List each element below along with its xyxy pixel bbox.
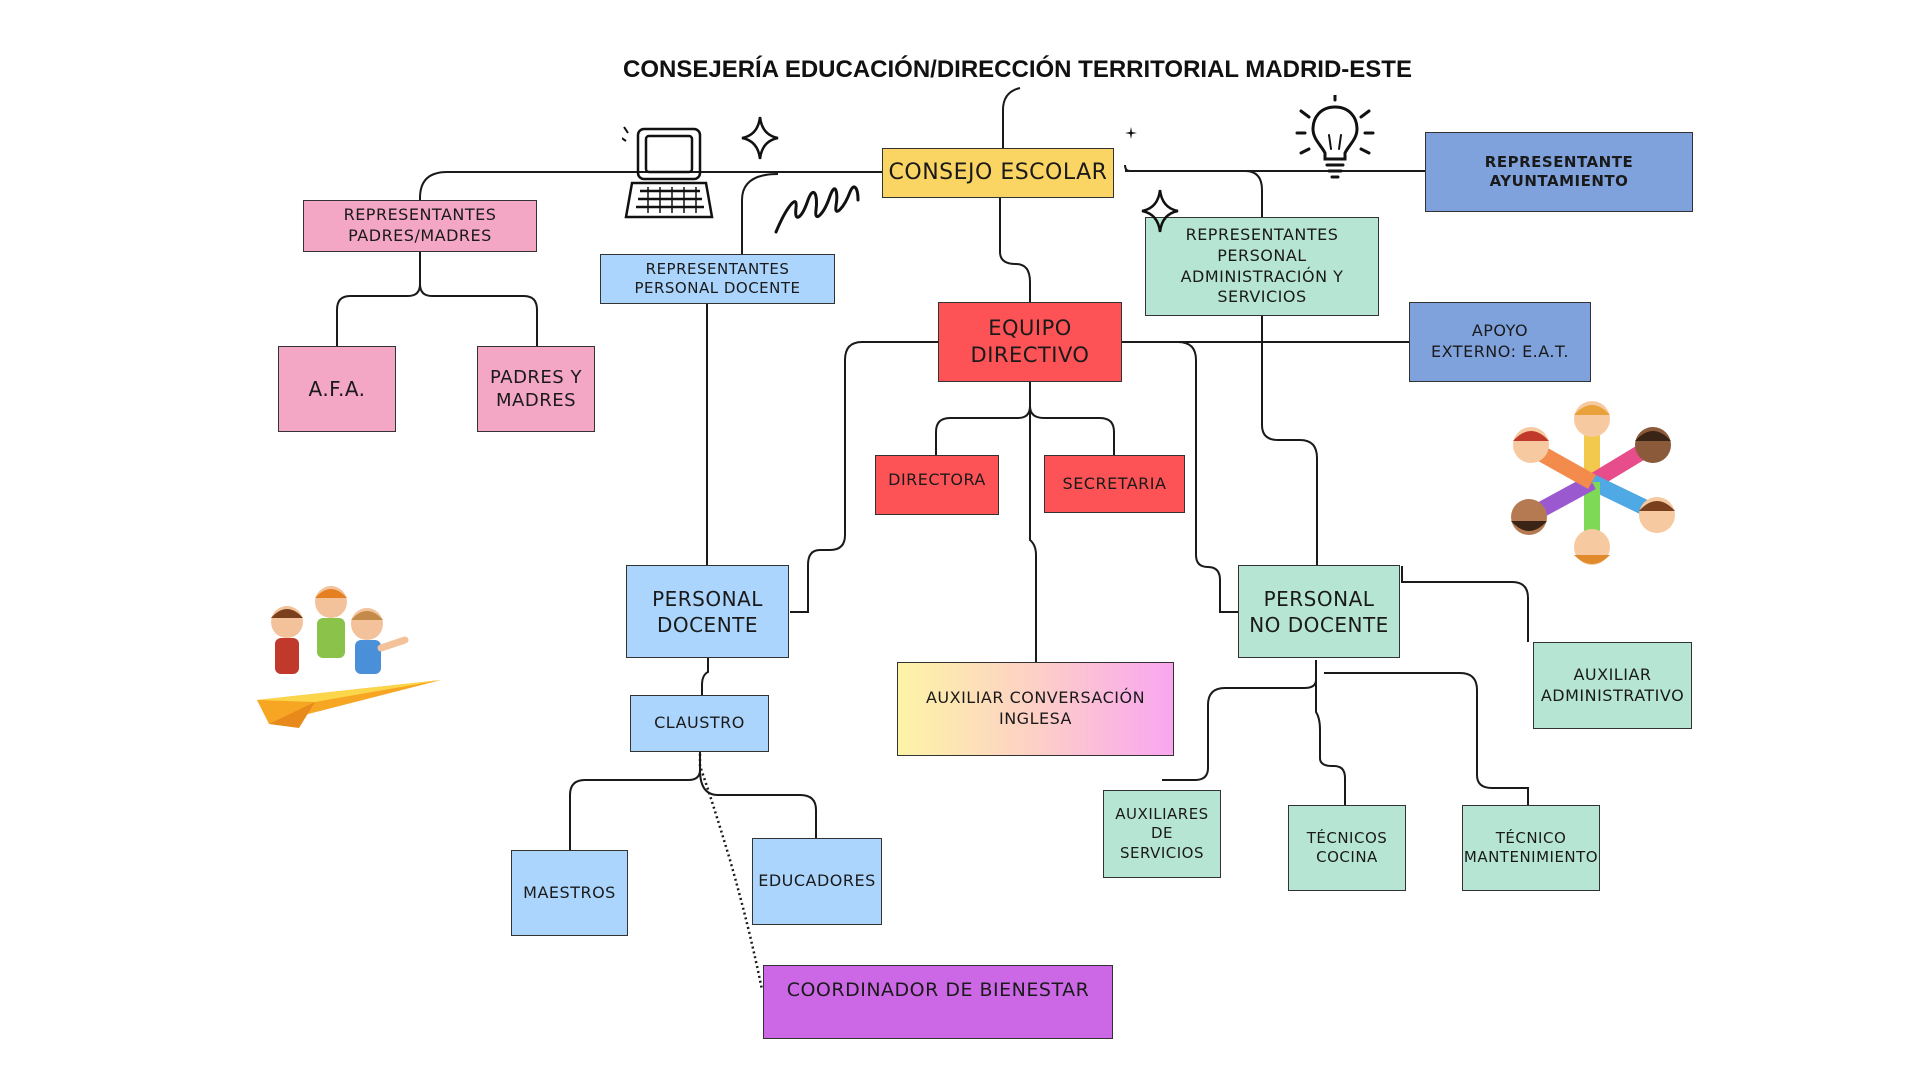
tecnicos-cocina-label: TÉCNICOS COCINA — [1306, 828, 1388, 867]
connector — [1315, 680, 1346, 805]
connector — [935, 382, 1031, 455]
sparkle-icon — [1141, 189, 1179, 233]
connector — [1122, 341, 1238, 613]
connector — [699, 769, 817, 838]
claustro-box: CLAUSTRO — [630, 695, 769, 752]
representantes-padres-box: REPRESENTANTES PADRES/MADRES — [303, 200, 537, 252]
connector — [1029, 405, 1115, 455]
maestros-label: MAESTROS — [523, 882, 616, 902]
auxiliar-administrativo-box: AUXILIAR ADMINISTRATIVO — [1533, 642, 1692, 729]
squiggle-icon — [774, 185, 860, 234]
padres-madres-box: PADRES Y MADRES — [477, 346, 595, 432]
connector — [1029, 406, 1037, 662]
personal-docente-box: PERSONAL DOCENTE — [626, 565, 789, 658]
connector — [336, 283, 421, 346]
representantes-docente-box: REPRESENTANTES PERSONAL DOCENTE — [600, 254, 835, 304]
coordinador-bienestar-box: COORDINADOR DE BIENESTAR — [763, 965, 1113, 1039]
tecnico-mantenimiento-box: TÉCNICO MANTENIMIENTO — [1462, 805, 1600, 891]
connector — [741, 173, 779, 254]
claustro-label: CLAUSTRO — [654, 713, 745, 733]
connector — [701, 656, 709, 695]
auxiliares-servicios-box: AUXILIARES DE SERVICIOS — [1103, 790, 1221, 878]
coordinador-bienestar-label: COORDINADOR DE BIENESTAR — [786, 979, 1090, 1001]
educadores-label: EDUCADORES — [758, 871, 876, 891]
afa-label: A.F.A. — [308, 377, 366, 401]
connector — [419, 171, 882, 202]
connector — [1261, 316, 1318, 565]
equipo-directivo-label: EQUIPO DIRECTIVO — [970, 315, 1090, 367]
directora-box: DIRECTORA — [875, 455, 999, 515]
connector — [1401, 566, 1529, 642]
connector — [1125, 170, 1263, 217]
page-title: CONSEJERÍA EDUCACIÓN/DIRECCIÓN TERRITORI… — [623, 56, 1412, 83]
children-circle-illustration — [1511, 401, 1675, 565]
sparkle-icon — [741, 116, 779, 160]
equipo-directivo-box: EQUIPO DIRECTIVO — [938, 302, 1122, 382]
representantes-docente-label: REPRESENTANTES PERSONAL DOCENTE — [634, 259, 801, 298]
auxiliar-administrativo-label: AUXILIAR ADMINISTRATIVO — [1540, 664, 1685, 705]
auxiliar-conversacion-box: AUXILIAR CONVERSACIÓN INGLESA — [897, 662, 1174, 756]
representantes-pas-label: REPRESENTANTES PERSONAL ADMINISTRACIÓN Y… — [1180, 224, 1344, 307]
representante-ayuntamiento-label: REPRESENTANTE AYUNTAMIENTO — [1484, 152, 1634, 191]
laptop-icon — [622, 126, 714, 219]
representantes-pas-box: REPRESENTANTES PERSONAL ADMINISTRACIÓN Y… — [1145, 217, 1379, 316]
consejo-escolar-box: CONSEJO ESCOLAR — [882, 148, 1114, 198]
apoyo-externo-box: APOYO EXTERNO: E.A.T. — [1409, 302, 1591, 382]
afa-box: A.F.A. — [278, 346, 396, 432]
kids-paper-plane-illustration — [257, 586, 441, 728]
personal-no-docente-box: PERSONAL NO DOCENTE — [1238, 565, 1400, 658]
connector — [1002, 87, 1021, 148]
maestros-box: MAESTROS — [511, 850, 628, 936]
tecnico-mantenimiento-label: TÉCNICO MANTENIMIENTO — [1463, 828, 1599, 867]
educadores-box: EDUCADORES — [752, 838, 882, 925]
padres-madres-label: PADRES Y MADRES — [490, 366, 582, 411]
consejo-escolar-label: CONSEJO ESCOLAR — [888, 159, 1108, 185]
apoyo-externo-label: APOYO EXTERNO: E.A.T. — [1431, 321, 1569, 361]
auxiliar-conversacion-label: AUXILIAR CONVERSACIÓN INGLESA — [925, 688, 1146, 728]
connector — [1324, 672, 1529, 805]
secretaria-label: SECRETARIA — [1062, 473, 1167, 493]
connector — [569, 752, 701, 850]
lightbulb-icon — [1295, 95, 1375, 179]
auxiliares-servicios-label: AUXILIARES DE SERVICIOS — [1115, 804, 1209, 862]
representante-ayuntamiento-box: REPRESENTANTE AYUNTAMIENTO — [1425, 132, 1693, 212]
connector — [1162, 660, 1317, 781]
connector — [999, 198, 1031, 302]
personal-no-docente-label: PERSONAL NO DOCENTE — [1249, 586, 1389, 637]
directora-label: DIRECTORA — [888, 470, 986, 489]
dotted-connector — [698, 754, 764, 991]
personal-docente-label: PERSONAL DOCENTE — [652, 586, 763, 637]
connector — [790, 341, 938, 613]
connector — [419, 252, 538, 346]
sparkle-icon — [1125, 127, 1137, 139]
tecnicos-cocina-box: TÉCNICOS COCINA — [1288, 805, 1406, 891]
secretaria-box: SECRETARIA — [1044, 455, 1185, 513]
representantes-padres-label: REPRESENTANTES PADRES/MADRES — [343, 205, 497, 245]
